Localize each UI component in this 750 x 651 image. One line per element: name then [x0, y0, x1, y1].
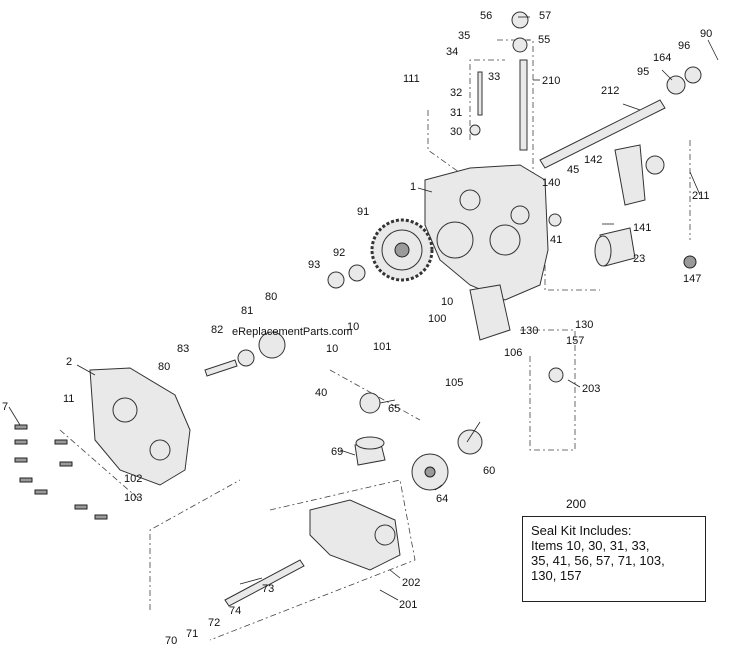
- cover-bolts: [14, 424, 108, 520]
- callout-105: 105: [445, 377, 463, 389]
- center-section: [309, 499, 401, 571]
- callout-31: 31: [450, 107, 462, 119]
- callout-30: 30: [450, 126, 462, 138]
- callout-80: 80: [158, 361, 170, 373]
- seal-kit-number: 200: [566, 497, 587, 511]
- callout-101: 101: [373, 341, 391, 353]
- callout-69: 69: [331, 446, 343, 458]
- callout-7: 7: [2, 401, 8, 413]
- callout-91: 91: [357, 206, 369, 218]
- callout-157: 157: [566, 335, 584, 347]
- callouts: 1 2 7 10 10 10 11 23 30 31 32 33 34 35 4…: [2, 10, 712, 647]
- callout-147: 147: [683, 273, 701, 285]
- callout-141: 141: [633, 222, 651, 234]
- seal-kit-line: 130, 157: [531, 568, 582, 583]
- callout-202: 202: [402, 577, 420, 589]
- callout-74: 74: [229, 605, 241, 617]
- callout-201: 201: [399, 599, 417, 611]
- callout-60: 60: [483, 465, 495, 477]
- callout-142: 142: [584, 154, 602, 166]
- callout-55: 55: [538, 34, 550, 46]
- callout-102: 102: [124, 473, 142, 485]
- callout-140: 140: [542, 177, 560, 189]
- callout-34: 34: [446, 46, 458, 58]
- callout-164: 164: [653, 52, 671, 64]
- callout-92: 92: [333, 247, 345, 259]
- callout-103: 103: [124, 492, 142, 504]
- main-housing: [424, 164, 549, 301]
- callout-10: 10: [441, 296, 453, 308]
- shafts: [204, 59, 666, 607]
- callout-130: 130: [575, 319, 593, 331]
- callout-73: 73: [262, 583, 274, 595]
- callout-111: 111: [403, 73, 420, 85]
- callout-130: 130: [520, 325, 538, 337]
- callout-95: 95: [637, 66, 649, 78]
- callout-41: 41: [550, 234, 562, 246]
- bearings: [237, 11, 702, 455]
- callout-93: 93: [308, 259, 320, 271]
- callout-106: 106: [504, 347, 522, 359]
- leader-lines: [8, 16, 719, 601]
- spur-gear: [370, 218, 434, 282]
- callout-10: 10: [347, 321, 359, 333]
- callout-56: 56: [480, 10, 492, 22]
- callout-90: 90: [700, 28, 712, 40]
- callout-70: 70: [165, 635, 177, 647]
- watermark: eReplacementParts.com: [232, 326, 352, 338]
- seal-kit-heading: Seal Kit Includes:: [531, 523, 632, 538]
- callout-81: 81: [241, 305, 253, 317]
- callout-64: 64: [436, 493, 448, 505]
- callout-40: 40: [315, 387, 327, 399]
- callout-2: 2: [66, 356, 72, 368]
- callout-80: 80: [265, 291, 277, 303]
- bypass-bracket: [614, 144, 697, 269]
- callout-211: 211: [692, 190, 710, 202]
- baffle: [469, 284, 511, 341]
- seal-kit-line: 35, 41, 56, 57, 71, 103,: [531, 553, 665, 568]
- motor-parts: [354, 436, 449, 491]
- callout-1: 1: [410, 181, 416, 193]
- callout-212: 212: [601, 85, 619, 97]
- callout-210: 210: [542, 75, 560, 87]
- callout-45: 45: [567, 164, 579, 176]
- side-cover: [89, 367, 191, 486]
- oil-filter: [594, 227, 636, 267]
- seal-kit-box: Seal Kit Includes: Items 10, 30, 31, 33,…: [522, 516, 706, 602]
- callout-82: 82: [211, 324, 223, 336]
- callout-203: 203: [582, 383, 600, 395]
- callout-71: 71: [186, 628, 198, 640]
- callout-11: 11: [63, 393, 74, 405]
- callout-32: 32: [450, 87, 462, 99]
- callout-65: 65: [388, 403, 400, 415]
- callout-96: 96: [678, 40, 690, 52]
- seal-kit-line: Items 10, 30, 31, 33,: [531, 538, 650, 553]
- callout-57: 57: [539, 10, 551, 22]
- callout-35: 35: [458, 30, 470, 42]
- callout-10: 10: [326, 343, 338, 355]
- callout-72: 72: [208, 617, 220, 629]
- callout-33: 33: [488, 71, 500, 83]
- callout-83: 83: [177, 343, 189, 355]
- callout-23: 23: [633, 253, 645, 265]
- callout-100: 100: [428, 313, 446, 325]
